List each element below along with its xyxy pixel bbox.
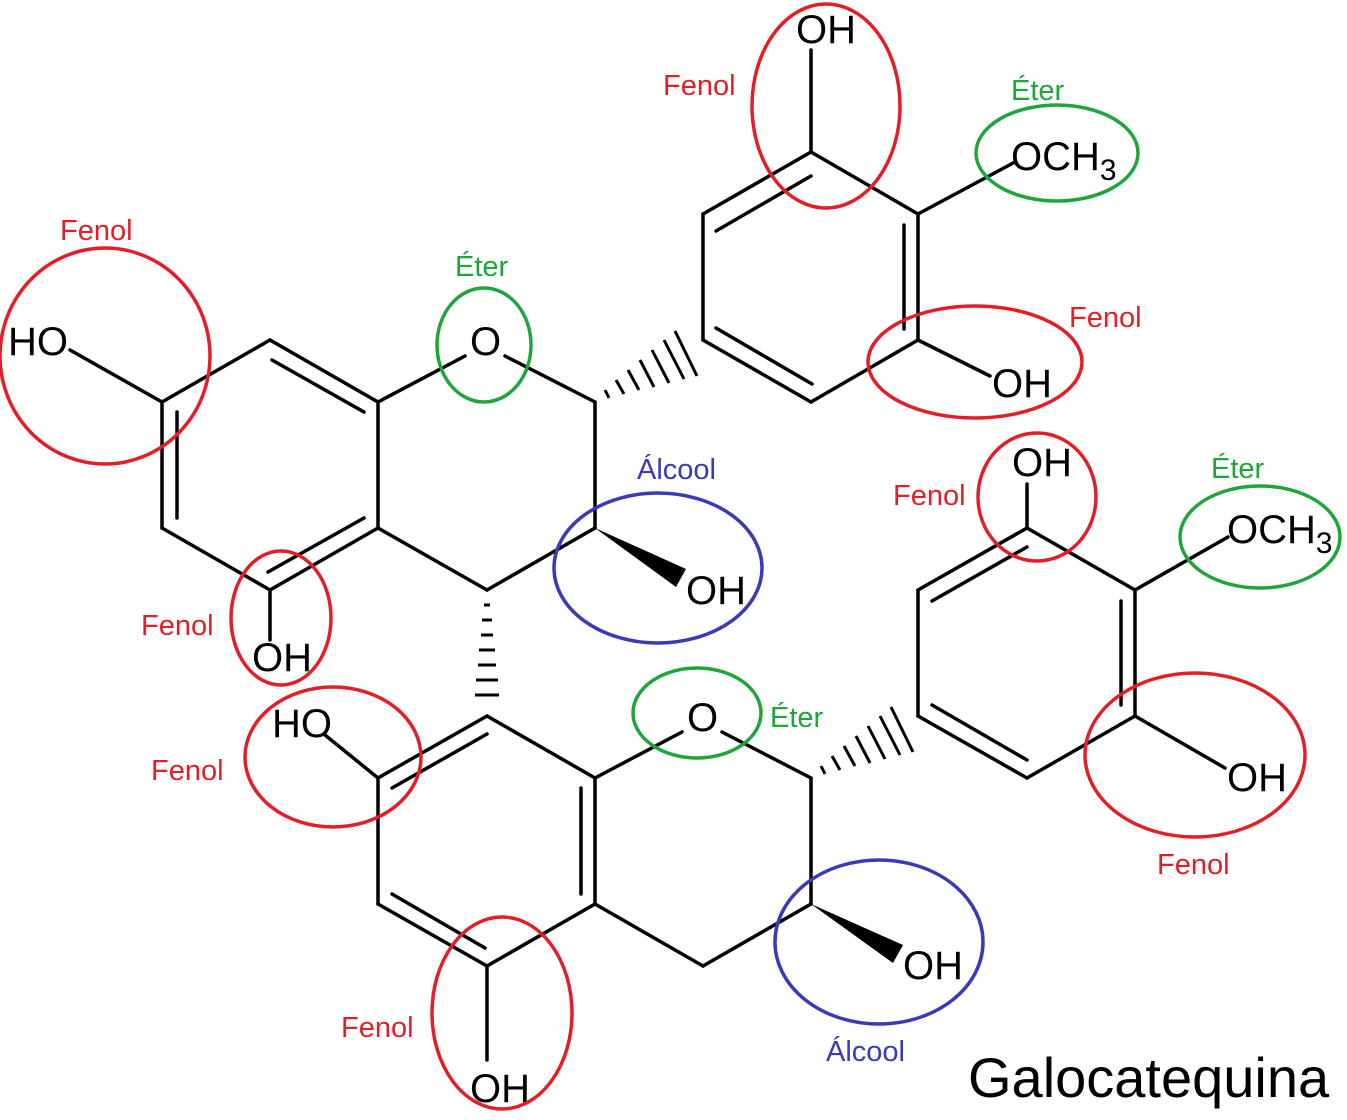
hydroxyl-label: OH xyxy=(252,636,312,680)
hashed-bond xyxy=(819,706,915,775)
bond xyxy=(323,733,380,780)
eter-label: Éter xyxy=(455,250,509,283)
hashed-bond xyxy=(603,330,699,399)
fenol-label: Fenol xyxy=(663,70,736,102)
eter-highlight-ellipse xyxy=(1178,484,1342,590)
ring-oxygen-label: O xyxy=(470,320,501,364)
eter-label: Éter xyxy=(1211,452,1265,485)
bond xyxy=(916,526,1029,592)
bond xyxy=(916,160,1017,216)
bond xyxy=(376,354,467,404)
methoxy-label: OCH3 xyxy=(1011,135,1117,187)
bond-inner xyxy=(390,892,487,950)
bonds xyxy=(68,48,1230,1062)
fenol-label: Fenol xyxy=(1069,302,1142,334)
bond xyxy=(376,714,489,780)
fenol-label: Fenol xyxy=(341,1012,414,1044)
compound-title: Galocatequina xyxy=(968,1046,1330,1109)
fenol-label: Fenol xyxy=(893,480,966,512)
group-labels: Fenol Éter Fenol Éter Fenol Álcool Fenol… xyxy=(60,70,1265,1068)
bond xyxy=(701,338,813,404)
bond xyxy=(268,338,380,404)
ring-oxygen-label: O xyxy=(687,696,718,740)
bond-inner xyxy=(390,732,489,790)
stereo-bonds xyxy=(475,330,915,963)
bond xyxy=(503,354,597,404)
eter-highlight-ellipse xyxy=(631,666,763,760)
alcool-highlight-ellipse xyxy=(773,858,985,1026)
alcool-label: Álcool xyxy=(826,1035,905,1068)
fenol-label: Fenol xyxy=(151,755,224,787)
bond-inner xyxy=(270,358,366,414)
fenol-label: Fenol xyxy=(1157,849,1230,881)
fenol-label: Fenol xyxy=(60,215,133,247)
bond-inner xyxy=(714,174,813,233)
hydroxyl-label: OH xyxy=(1012,441,1072,485)
bond xyxy=(809,150,920,216)
bond-inner xyxy=(930,703,1029,762)
bond xyxy=(160,338,272,404)
bond xyxy=(268,526,380,592)
alcool-label: Álcool xyxy=(637,453,716,486)
bond xyxy=(916,338,992,378)
bond xyxy=(916,714,1029,780)
bond xyxy=(720,730,813,780)
bond xyxy=(701,902,813,968)
hydroxyl-label: HO xyxy=(8,320,68,364)
bond-inner xyxy=(266,516,366,574)
hydroxyl-label: OH xyxy=(686,569,746,613)
bond xyxy=(593,730,684,780)
hydroxyl-label: OH xyxy=(1227,756,1287,800)
bond xyxy=(68,348,164,404)
bond xyxy=(1025,526,1137,592)
hydroxyl-label: OH xyxy=(903,944,963,988)
fenol-label: Fenol xyxy=(141,610,214,642)
hashed-bond xyxy=(475,603,499,697)
bond xyxy=(809,338,920,404)
atom-labels: OH OCH3 OH HO O OH OH OH OCH3 OH HO O OH… xyxy=(8,8,1333,1111)
eter-highlight-ellipse xyxy=(435,286,533,404)
bond xyxy=(701,150,813,216)
bond-inner xyxy=(714,326,814,386)
fenol-highlight-ellipse xyxy=(976,431,1098,563)
bond xyxy=(485,526,597,592)
eter-highlight-ellipse xyxy=(974,103,1140,203)
fenol-highlight-ellipse xyxy=(229,549,333,687)
bond xyxy=(1025,714,1137,780)
bond xyxy=(376,526,489,592)
hydroxyl-label: OH xyxy=(796,8,856,52)
bond xyxy=(1133,714,1227,770)
wedge-bond xyxy=(811,904,903,963)
bond xyxy=(1133,535,1230,592)
fenol-highlight-ellipse xyxy=(430,915,574,1111)
hydroxyl-label: HO xyxy=(272,702,332,746)
fenol-highlight-ellipse xyxy=(243,685,423,829)
fenol-highlight-ellipse xyxy=(750,2,902,210)
methoxy-label: OCH3 xyxy=(1227,508,1333,560)
fenol-highlight-ellipse xyxy=(866,304,1084,420)
alcool-highlight-ellipse xyxy=(552,491,764,645)
wedge-bond xyxy=(595,528,686,587)
bond xyxy=(593,902,705,968)
fenol-highlight-ellipse xyxy=(1083,671,1307,839)
bond xyxy=(485,714,597,780)
eter-label: Éter xyxy=(770,701,824,734)
fenol-highlight-ellipse xyxy=(0,246,212,466)
bond xyxy=(376,902,489,968)
hydroxyl-label: OH xyxy=(992,362,1052,406)
bond xyxy=(160,526,272,592)
eter-label: Éter xyxy=(1011,74,1065,107)
